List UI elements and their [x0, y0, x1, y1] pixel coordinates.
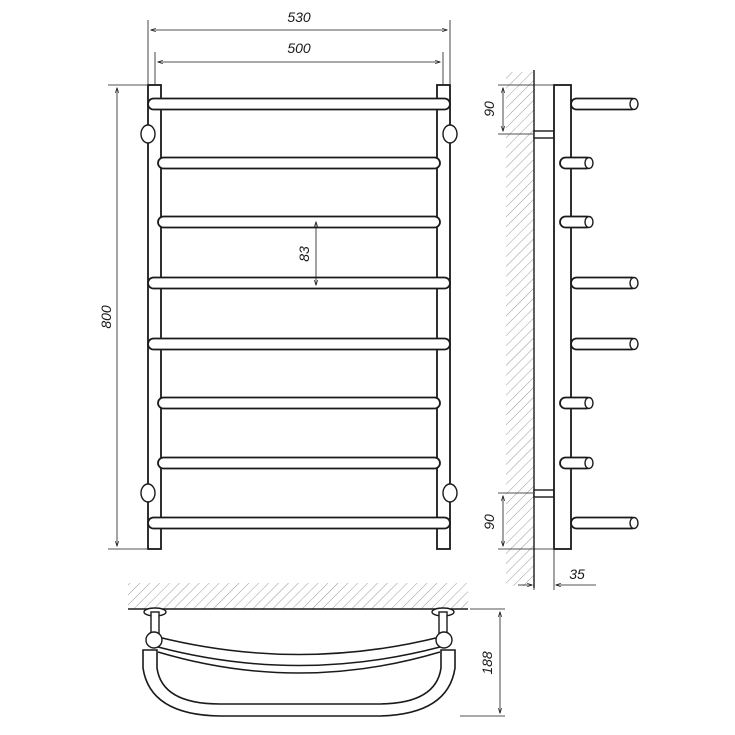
front-view: [140, 84, 458, 550]
overall-width-label: 530: [287, 9, 311, 25]
dimension-overall-width: 530: [147, 9, 451, 84]
side-rung-end: [584, 156, 594, 170]
front-rung: [157, 156, 441, 170]
side-rung-end: [629, 276, 639, 290]
dimension-rung-spacing: 83: [296, 222, 316, 285]
top-view-frame: [142, 649, 456, 717]
front-rung: [147, 337, 451, 351]
front-rung: [157, 215, 441, 229]
bottom-offset-label: 90: [481, 514, 497, 530]
right-post: [436, 84, 451, 550]
rung-spacing-label: 83: [296, 246, 312, 262]
front-rung: [147, 97, 451, 111]
side-rung-end: [629, 97, 639, 111]
front-rung: [147, 516, 451, 530]
wall-brackets: [140, 124, 458, 503]
side-rung-end: [584, 215, 594, 229]
front-rung: [147, 276, 451, 290]
side-rung-end: [629, 337, 639, 351]
dimension-wall-gap: 35: [518, 550, 596, 590]
dimension-bottom-offset: 90: [481, 492, 553, 550]
side-rung: [570, 516, 638, 530]
side-view: [506, 70, 639, 588]
top-view: [128, 583, 468, 717]
depth-label: 188: [479, 651, 495, 675]
dimension-depth: 188: [460, 608, 505, 717]
rail-width-label: 500: [287, 40, 311, 56]
left-post: [147, 84, 162, 550]
side-rungs: [559, 97, 639, 530]
dimension-height: 800: [98, 84, 147, 550]
side-rung-end: [584, 456, 594, 470]
front-rung: [157, 456, 441, 470]
dimension-top-offset: 90: [481, 84, 553, 135]
side-rung-end: [584, 396, 594, 410]
side-rung-end: [629, 516, 639, 530]
dimension-rail-width: 500: [154, 40, 444, 84]
top-offset-label: 90: [481, 101, 497, 117]
front-rungs: [147, 97, 451, 530]
wall-gap-label: 35: [569, 566, 585, 582]
wall-hatch-side: [506, 72, 534, 586]
side-post: [553, 84, 572, 550]
side-rung: [570, 276, 638, 290]
height-label: 800: [98, 305, 114, 329]
side-rung: [570, 97, 638, 111]
wall-hatch-top: [128, 583, 468, 609]
front-rung: [157, 396, 441, 410]
side-rung: [570, 337, 638, 351]
